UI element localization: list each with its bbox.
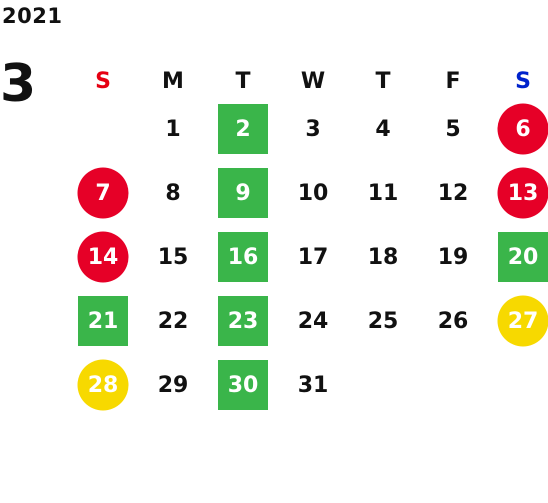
calendar-day-number: 2 xyxy=(235,116,251,142)
calendar-day-cell[interactable]: 11 xyxy=(348,168,418,218)
calendar-empty-cell xyxy=(418,360,488,410)
calendar-day-number: 7 xyxy=(95,180,111,206)
weekday-thursday: T xyxy=(375,68,391,94)
calendar-day-number: 29 xyxy=(157,372,189,398)
calendar-day-number: 4 xyxy=(375,116,391,142)
calendar-day-cell[interactable]: 8 xyxy=(138,168,208,218)
calendar-day-cell[interactable]: 3 xyxy=(278,104,348,154)
red-circle-marker xyxy=(497,103,548,155)
calendar-day-cell[interactable]: 7 xyxy=(68,167,138,219)
calendar-day-number: 14 xyxy=(87,244,119,270)
calendar-day-number: 25 xyxy=(367,308,399,334)
calendar-day-cell[interactable]: 31 xyxy=(278,360,348,410)
calendar-week-row: 7 8 9 10 11 12 13 xyxy=(68,167,548,232)
calendar-day-cell[interactable]: 1 xyxy=(138,104,208,154)
calendar-day-number: 5 xyxy=(445,116,461,142)
calendar-week-row: 21 22 23 24 25 26 27 xyxy=(68,295,548,360)
calendar-day-cell[interactable]: 29 xyxy=(138,360,208,410)
calendar-week-row: 28 29 30 31 xyxy=(68,359,548,424)
calendar-day-cell[interactable]: 19 xyxy=(418,232,488,282)
calendar-day-cell[interactable]: 4 xyxy=(348,104,418,154)
calendar-day-number: 12 xyxy=(437,180,469,206)
calendar-day-number: 17 xyxy=(297,244,329,270)
calendar-day-number: 27 xyxy=(507,308,539,334)
green-square-marker xyxy=(498,232,548,282)
calendar-day-number: 11 xyxy=(367,180,399,206)
calendar-day-number: 15 xyxy=(157,244,189,270)
calendar-day-number: 31 xyxy=(297,372,329,398)
calendar-day-cell[interactable]: 20 xyxy=(488,232,548,282)
calendar-day-number: 30 xyxy=(227,372,259,398)
calendar-day-cell[interactable]: 13 xyxy=(488,167,548,219)
calendar-day-cell[interactable]: 5 xyxy=(418,104,488,154)
green-square-marker xyxy=(218,168,268,218)
red-circle-marker xyxy=(77,167,129,219)
calendar-day-number: 20 xyxy=(507,244,539,270)
calendar-day-cell[interactable]: 21 xyxy=(68,296,138,346)
calendar-day-cell[interactable]: 27 xyxy=(488,295,548,347)
yellow-circle-marker xyxy=(497,295,548,347)
calendar-day-number: 21 xyxy=(87,308,119,334)
calendar-day-cell[interactable]: 26 xyxy=(418,296,488,346)
calendar-empty-cell xyxy=(68,104,138,154)
calendar-day-cell[interactable]: 16 xyxy=(208,232,278,282)
yellow-circle-marker xyxy=(77,359,129,411)
calendar-day-cell[interactable]: 2 xyxy=(208,104,278,154)
calendar-day-number: 16 xyxy=(227,244,259,270)
calendar-day-number: 19 xyxy=(437,244,469,270)
calendar-empty-cell xyxy=(348,360,418,410)
calendar-day-number: 22 xyxy=(157,308,189,334)
calendar-week-row: 14 15 16 17 18 19 20 xyxy=(68,231,548,296)
red-circle-marker xyxy=(497,167,548,219)
calendar-day-cell[interactable]: 9 xyxy=(208,168,278,218)
calendar-day-number: 8 xyxy=(165,180,181,206)
calendar-day-cell[interactable]: 18 xyxy=(348,232,418,282)
calendar-day-cell[interactable]: 15 xyxy=(138,232,208,282)
calendar-day-cell[interactable]: 24 xyxy=(278,296,348,346)
weekday-header-row: S M T W T F S xyxy=(68,58,548,104)
calendar-day-number: 13 xyxy=(507,180,539,206)
calendar-day-cell[interactable]: 12 xyxy=(418,168,488,218)
calendar-empty-cell xyxy=(488,360,548,410)
calendar-day-number: 26 xyxy=(437,308,469,334)
calendar-day-cell[interactable]: 14 xyxy=(68,231,138,283)
red-circle-marker xyxy=(77,231,129,283)
weekday-sunday: S xyxy=(95,68,111,94)
calendar-day-cell[interactable]: 22 xyxy=(138,296,208,346)
calendar-month: 3 xyxy=(0,54,37,114)
weekday-saturday: S xyxy=(515,68,531,94)
calendar-week-row: 1 2 3 4 5 6 xyxy=(68,103,548,168)
calendar-day-number: 1 xyxy=(165,116,181,142)
calendar-day-number: 3 xyxy=(305,116,321,142)
calendar-day-number: 6 xyxy=(515,116,531,142)
calendar-day-number: 24 xyxy=(297,308,329,334)
weekday-tuesday: T xyxy=(235,68,251,94)
calendar-day-number: 18 xyxy=(367,244,399,270)
calendar-day-cell[interactable]: 6 xyxy=(488,103,548,155)
calendar-day-number: 23 xyxy=(227,308,259,334)
weekday-wednesday: W xyxy=(300,68,326,94)
weekday-monday: M xyxy=(162,68,184,94)
calendar-day-cell[interactable]: 30 xyxy=(208,360,278,410)
calendar-year: 2021 xyxy=(2,4,63,28)
green-square-marker xyxy=(218,104,268,154)
calendar-day-number: 9 xyxy=(235,180,251,206)
calendar-day-cell[interactable]: 10 xyxy=(278,168,348,218)
green-square-marker xyxy=(218,296,268,346)
green-square-marker xyxy=(218,360,268,410)
calendar-day-cell[interactable]: 25 xyxy=(348,296,418,346)
calendar-day-number: 10 xyxy=(297,180,329,206)
calendar-day-number: 28 xyxy=(87,372,119,398)
green-square-marker xyxy=(78,296,128,346)
calendar-day-cell[interactable]: 28 xyxy=(68,359,138,411)
calendar-day-cell[interactable]: 17 xyxy=(278,232,348,282)
calendar-day-cell[interactable]: 23 xyxy=(208,296,278,346)
green-square-marker xyxy=(218,232,268,282)
weekday-friday: F xyxy=(445,68,461,94)
